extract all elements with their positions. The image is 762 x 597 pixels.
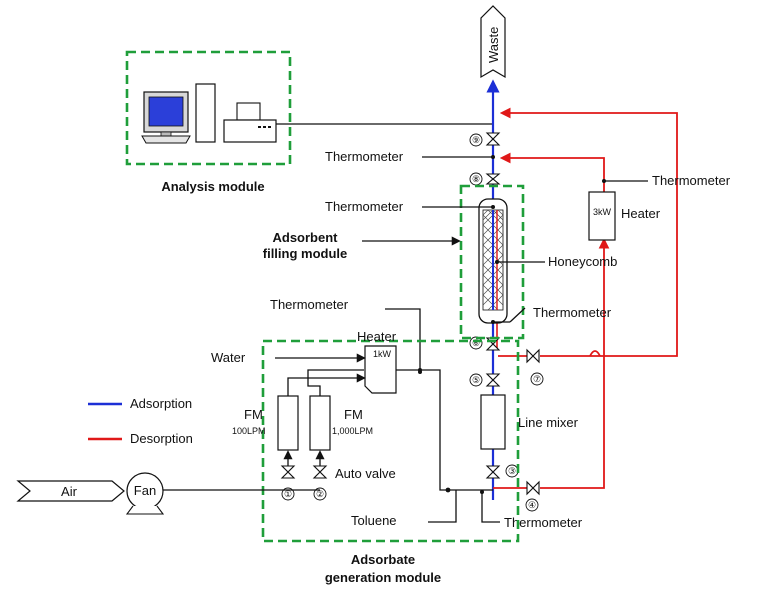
heater-inlet-line: [540, 237, 610, 489]
adsorbent-module-border: [459, 184, 525, 340]
generation-heater: Heater 1kW: [357, 329, 397, 394]
adsorbent-module-label-1: Adsorbent: [273, 230, 339, 245]
flowmeter-1-label: FM: [244, 407, 263, 422]
thermometer-bottom-label: Thermometer: [504, 515, 583, 530]
air-inlet: Air: [16, 480, 125, 502]
valve-5: ⑤: [469, 373, 501, 387]
valve-4: ④: [525, 480, 540, 512]
valve-8: ⑧: [469, 172, 501, 186]
line-mixer-body: [480, 394, 506, 450]
thermometer-bottom: Thermometer: [480, 490, 583, 530]
heater-1kw-rating: 1kW: [373, 349, 392, 359]
analyzer-printer-icon: [223, 102, 277, 143]
toluene-label: Toluene: [351, 513, 397, 528]
waste-arrow-icon: [480, 5, 506, 79]
valve-1: ①: [280, 465, 296, 501]
desorption-heater: 3kW Heater: [588, 191, 661, 241]
valve-7: ⑦: [526, 348, 544, 386]
legend: Adsorption Desorption: [88, 396, 193, 446]
thermometer-column-bottom-label: Thermometer: [533, 305, 612, 320]
thermometer-gen-label: Thermometer: [270, 297, 349, 312]
adsorbate-module-border: [261, 339, 520, 543]
valve-8-number: ⑧: [472, 174, 480, 184]
valve-1-number: ①: [284, 489, 292, 499]
thermometer-heater-label: Thermometer: [652, 173, 731, 188]
analysis-module: Analysis module: [125, 50, 292, 194]
adsorbent-module-label-2: filling module: [263, 246, 348, 261]
honeycomb-label: Honeycomb: [548, 254, 617, 269]
auto-valve-label: Auto valve: [335, 466, 396, 481]
adsorbate-generation-module: Adsorbate generation module: [261, 339, 520, 585]
thermometer-column-bottom: Thermometer: [491, 305, 612, 324]
legend-desorption-label: Desorption: [130, 431, 193, 446]
water-label: Water: [211, 350, 246, 365]
flowmeter-1-rate: 100LPM: [232, 426, 266, 436]
fm1-outlet-line: [287, 373, 366, 396]
heater-3kw-box: [588, 191, 616, 241]
valve-5-number: ⑤: [472, 375, 480, 385]
thermometer-top-label: Thermometer: [325, 149, 404, 164]
air-label: Air: [61, 484, 78, 499]
analysis-module-label: Analysis module: [161, 179, 264, 194]
valve-9-number: ⑨: [472, 135, 480, 145]
line-crossing-hop: [589, 350, 601, 357]
air-arrow-icon: [16, 480, 125, 502]
valve-4-number: ④: [528, 500, 536, 510]
valve-3: ③: [485, 464, 519, 479]
line-mixer: Line mixer: [480, 394, 579, 450]
thermometer-gen: Thermometer: [270, 297, 422, 374]
desorption-loop: [493, 107, 678, 489]
heater-3kw-label: Heater: [621, 206, 661, 221]
flowmeter-2-rate: 1,000LPM: [332, 426, 373, 436]
heater-3kw-rating: 3kW: [593, 207, 612, 217]
adsorbate-module-label-2: generation module: [325, 570, 441, 585]
legend-adsorption-label: Adsorption: [130, 396, 192, 411]
adsorbate-module-label-1: Adsorbate: [351, 552, 415, 567]
flowmeter-1: FM 100LPM: [232, 395, 299, 451]
desorption-return-line: [499, 107, 678, 357]
valve-6-number: ⑥: [472, 338, 480, 348]
valve-2-number: ②: [316, 489, 324, 499]
fan: Fan: [125, 472, 165, 515]
flowmeter-2: FM 1,000LPM: [309, 395, 373, 451]
computer-tower-icon: [195, 83, 216, 143]
fan-label: Fan: [134, 483, 156, 498]
heater-outlet-pipe: [396, 369, 493, 491]
valve-9: ⑨: [469, 132, 501, 147]
fm2-outlet-line: [307, 369, 364, 396]
valve-7-number: ⑦: [533, 374, 541, 384]
thermometer-column-top: Thermometer: [325, 199, 495, 214]
flowmeter-1-body: [277, 395, 299, 451]
waste-label: Waste: [486, 27, 501, 63]
toluene-inlet-line: [428, 490, 457, 523]
flowmeter-2-label: FM: [344, 407, 363, 422]
valve-3-number: ③: [508, 466, 516, 476]
valve-2: ②: [312, 465, 328, 501]
thermometer-heater: Thermometer: [602, 173, 731, 188]
flowmeter-2-body: [309, 395, 331, 451]
waste-outlet: Waste: [480, 5, 506, 79]
thermometer-top: Thermometer: [325, 149, 495, 164]
analysis-module-border: [125, 50, 292, 166]
heater-1kw-label: Heater: [357, 329, 397, 344]
computer-monitor-icon: [141, 91, 191, 144]
thermometer-column-top-label: Thermometer: [325, 199, 404, 214]
line-mixer-label: Line mixer: [518, 415, 579, 430]
